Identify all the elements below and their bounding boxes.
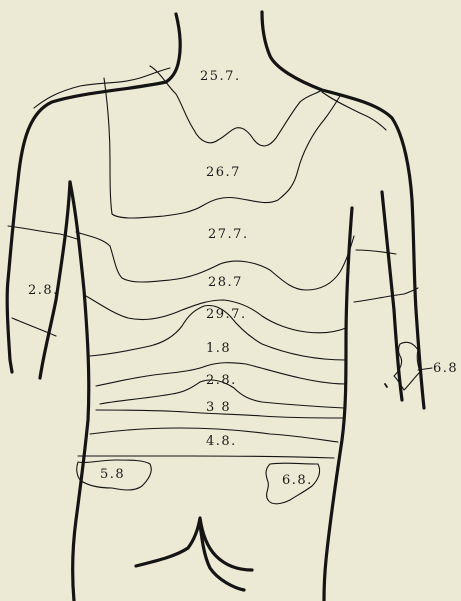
right-arm-band-line xyxy=(354,288,418,302)
zone-label-25-7: 25.7. xyxy=(200,69,241,84)
left-torso-outline xyxy=(70,182,89,601)
stray-mark xyxy=(385,384,387,387)
zone-label-29-7: 29.7. xyxy=(206,307,247,322)
neck-right-outline xyxy=(262,12,322,90)
zone-label-28-7: 28.7 xyxy=(208,275,243,290)
zone-label-3-8: 3 8 xyxy=(206,400,231,415)
right-arm-band-line-2 xyxy=(356,250,396,254)
zone-label-4-8: 4.8. xyxy=(206,434,237,449)
zone-label-27-7: 27.7. xyxy=(208,227,249,242)
zone-label-5-8: 5.8 xyxy=(100,467,125,482)
zone-label-26-7: 26.7 xyxy=(206,165,241,180)
zone-label-2-8-left-arm: 2.8. xyxy=(28,283,59,298)
buttocks-outline xyxy=(136,518,252,590)
lumbar-line xyxy=(78,456,334,458)
zone-label-2-8: 2.8. xyxy=(206,373,237,388)
neck-left-outline xyxy=(166,14,180,82)
zone-label-6-8-arm: 6.8 xyxy=(433,361,458,376)
left-arm-inner-outline xyxy=(40,182,70,378)
zone-label-1-8: 1.8 xyxy=(206,341,231,356)
right-torso-outline xyxy=(324,208,352,601)
left-arm-band-line xyxy=(8,226,80,240)
zone-label-6-8-lower: 6.8. xyxy=(282,473,313,488)
